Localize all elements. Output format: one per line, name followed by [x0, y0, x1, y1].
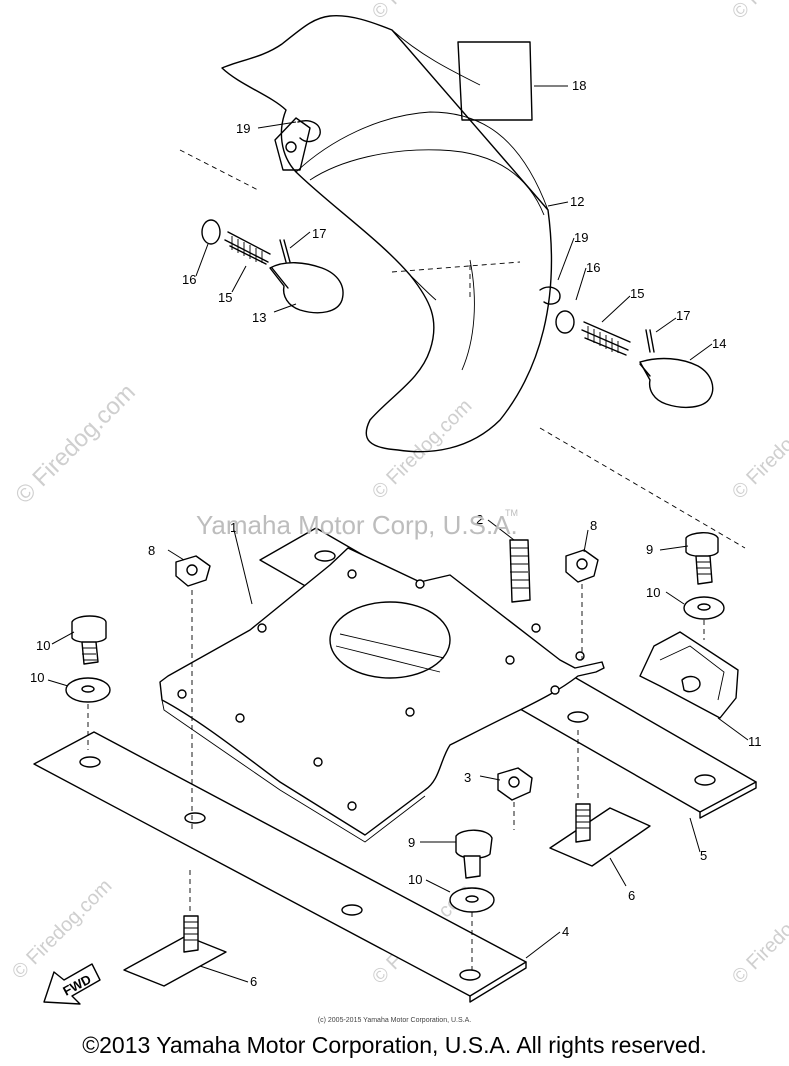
callout-5: 5 [700, 848, 707, 863]
pin-part-17 [279, 239, 291, 263]
callout-4: 4 [562, 924, 569, 939]
clip-nut-part-6 [123, 915, 227, 987]
watermark-site: © Firedog.com [728, 880, 789, 989]
callout-19: 19 [236, 121, 250, 136]
leader-lines [47, 85, 749, 983]
fwd-label: FWD [60, 972, 93, 999]
callout-16: 16 [586, 260, 600, 275]
knob-part-14 [639, 357, 714, 409]
callout-7: 8 [148, 543, 155, 558]
callout-8: 9 [646, 542, 653, 557]
watermark-group: © Firedog.com © Firedog.com © Firedog.co… [8, 0, 789, 989]
spring-part-15 [581, 321, 631, 356]
watermark-site: © Firedog.com [728, 0, 789, 24]
clip-part-19 [297, 120, 321, 143]
callout-15: 15 [630, 286, 644, 301]
callout-6: 6 [628, 888, 635, 903]
mounting-plate-part-1 [159, 547, 605, 843]
callout-10: 10 [646, 585, 660, 600]
callout-7: 8 [590, 518, 597, 533]
callout-19: 19 [574, 230, 588, 245]
callout-11: 11 [748, 734, 762, 749]
watermark-site: © Firedog.com [10, 379, 141, 510]
label-plate-part-18 [457, 41, 533, 121]
callout-17: 17 [676, 308, 690, 323]
callout-1: 1 [230, 520, 237, 535]
callout-10: 10 [30, 670, 44, 685]
nut-part-7 [565, 549, 599, 583]
callout-8: 10 [36, 638, 50, 653]
callout-12: 12 [570, 194, 584, 209]
cowl-part-12 [221, 14, 553, 453]
watermark-maker: Yamaha Motor Corp, U.S.A. [196, 510, 518, 540]
spring-part-15 [224, 231, 271, 265]
watermark-site: © Firedog.com [728, 395, 789, 504]
clip-part-19 [539, 286, 561, 305]
pin-part-17 [645, 329, 655, 353]
bolt-part-9 [455, 829, 493, 879]
callouts: 18 19 12 19 16 15 17 13 16 15 17 14 1 2 … [30, 78, 762, 989]
callout-6: 6 [250, 974, 257, 989]
stud-part-2 [509, 539, 531, 603]
callout-10: 10 [408, 872, 422, 887]
bolt-part-8 [685, 532, 719, 585]
callout-16: 16 [182, 272, 196, 287]
nut-part-7 [175, 555, 211, 587]
callout-9: 9 [408, 835, 415, 850]
bracket-part-11 [639, 631, 739, 719]
clip-nut-part-6 [549, 803, 651, 867]
callout-15: 15 [218, 290, 232, 305]
watermark-site: © Firedog.com [368, 0, 477, 24]
footer-copyright: ©2013 Yamaha Motor Corporation, U.S.A. A… [82, 1032, 707, 1058]
knob-assembly-left [201, 219, 344, 314]
bolt-part-8 [71, 615, 107, 665]
washer-part-16 [201, 219, 221, 245]
knob-part-13 [269, 262, 344, 314]
callout-14: 14 [712, 336, 726, 351]
watermark-tm: TM [505, 508, 518, 518]
nut-part-3 [497, 767, 533, 801]
callout-3: 3 [464, 770, 471, 785]
watermark-site: © Firedog.com [368, 395, 477, 504]
callout-13: 13 [252, 310, 266, 325]
callout-18: 18 [572, 78, 586, 93]
callout-17: 17 [312, 226, 326, 241]
washer-part-16 [555, 310, 575, 334]
watermark-site: © Firedog.com [8, 875, 117, 984]
small-copyright: (c) 2005-2015 Yamaha Motor Corporation, … [317, 1017, 472, 1024]
knob-assembly-right [555, 310, 714, 409]
forward-arrow: FWD [43, 963, 101, 1005]
callout-2: 2 [476, 512, 483, 527]
